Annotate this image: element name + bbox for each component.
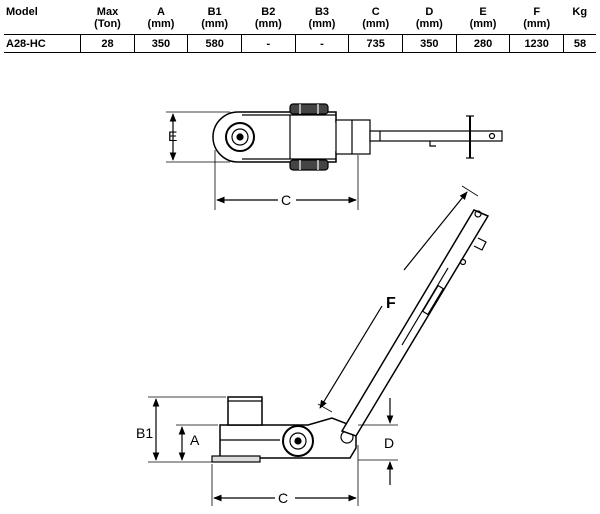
label-a: A: [190, 432, 200, 448]
label-f: F: [386, 295, 396, 312]
cell-b3: -: [295, 34, 350, 53]
side-view-cylinder: [227, 396, 263, 426]
spec-table: Model Max(Ton) A(mm) B1(mm) B2(mm) B3(mm…: [4, 6, 596, 53]
header-model: Model: [6, 6, 38, 18]
dimension-b1: [148, 396, 226, 463]
cell-b1: 580: [187, 34, 242, 53]
dimension-f: [317, 185, 479, 413]
cell-a: 350: [134, 34, 189, 53]
header-b2: B2(mm): [254, 6, 282, 30]
cell-c: 735: [348, 34, 403, 53]
label-c-top: C: [281, 192, 291, 208]
label-e: E: [168, 128, 177, 144]
side-view-wheel: [282, 425, 354, 457]
cell-d: 350: [402, 34, 457, 53]
dimension-a: [176, 424, 218, 461]
cell-max: 28: [80, 34, 135, 53]
header-a: A(mm): [147, 6, 175, 30]
header-d: D(mm): [415, 6, 443, 30]
header-b3: B3(mm): [308, 6, 336, 30]
top-view: [166, 103, 503, 210]
dimension-c-top: [214, 150, 359, 210]
header-max: Max(Ton): [94, 6, 121, 30]
label-d: D: [384, 435, 394, 451]
header-b1: B1(mm): [201, 6, 229, 30]
side-view-handle: [340, 209, 490, 437]
dimension-d: [358, 398, 398, 485]
top-view-saddle: [225, 122, 255, 152]
dimension-e-top: [166, 111, 230, 163]
side-view: [148, 185, 490, 506]
label-c-side: C: [278, 490, 288, 506]
header-c: C(mm): [362, 6, 390, 30]
cell-f: 1230: [509, 34, 565, 53]
cell-model: A28-HC: [4, 34, 82, 53]
header-f: F(mm): [523, 6, 551, 30]
cell-e: 280: [456, 34, 511, 53]
top-view-wheels: [289, 103, 329, 171]
cell-kg: 58: [563, 34, 596, 53]
spec-header-row: Model Max(Ton) A(mm) B1(mm) B2(mm) B3(mm…: [4, 6, 596, 35]
top-view-handle: [369, 115, 503, 159]
header-e: E(mm): [469, 6, 497, 30]
header-kg: Kg: [572, 6, 588, 18]
spec-data-row: A28-HC 28 350 580 - - 735 350 280 1230 5…: [4, 34, 596, 53]
cell-b2: -: [241, 34, 296, 53]
dimension-c-side: [211, 445, 359, 506]
label-b1: B1: [136, 425, 153, 441]
